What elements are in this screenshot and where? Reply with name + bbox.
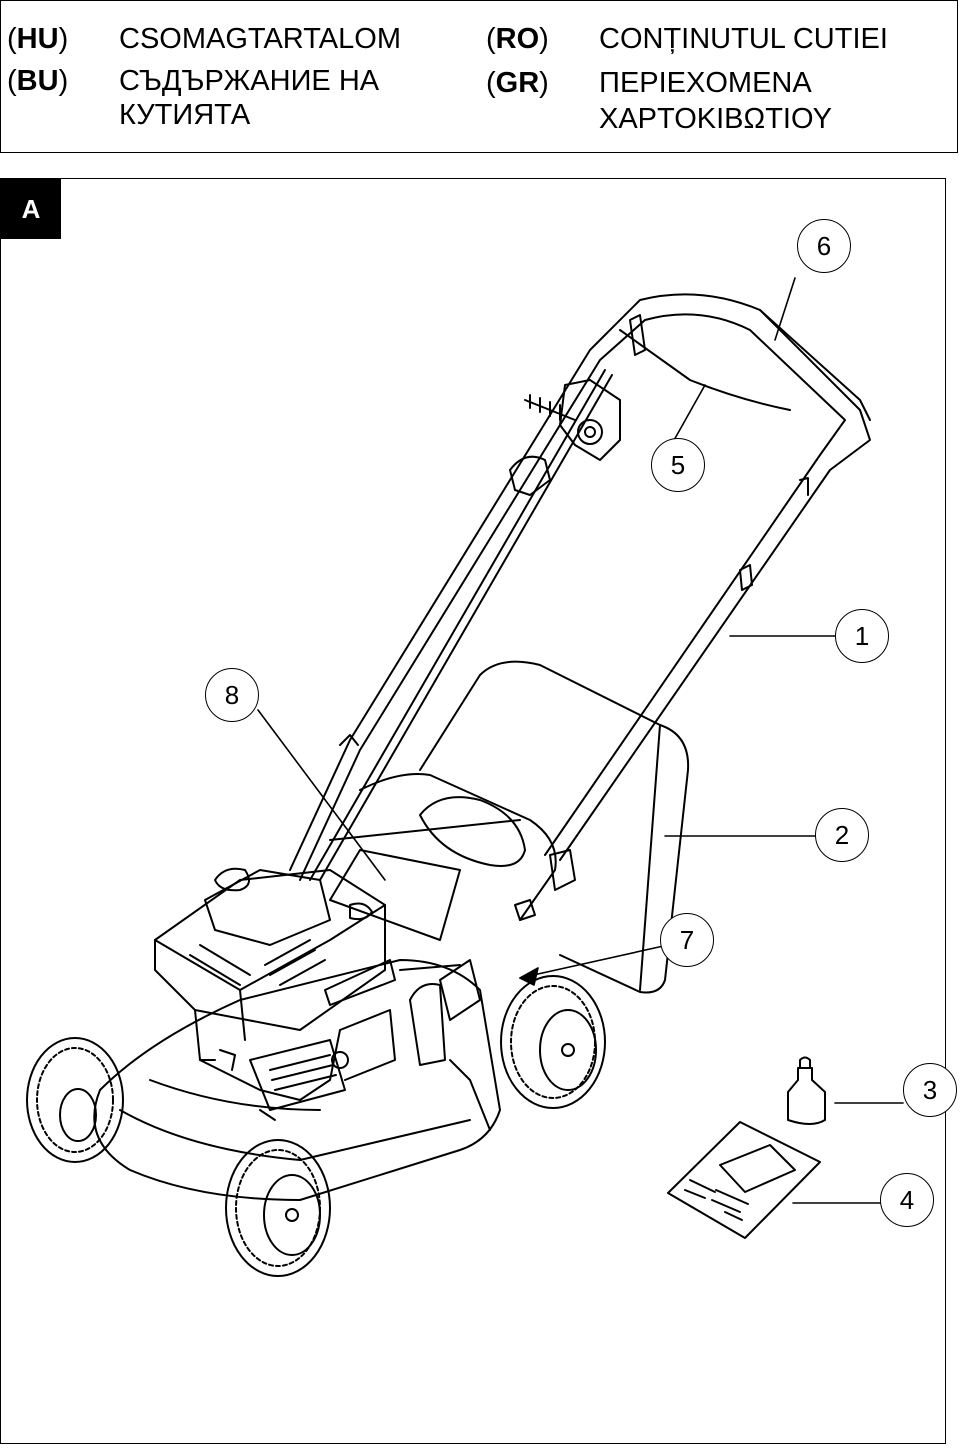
lang-code-ro: RO bbox=[495, 23, 540, 55]
lang-gr-text-1: ΠΕΡΙΕΧΟΜΕΝΑ bbox=[599, 67, 812, 99]
callout-6: 6 bbox=[797, 219, 851, 273]
header-box: (HU) CSOMAGTARTALOM (BU) СЪДЪРЖАНИЕ НА К… bbox=[0, 0, 958, 153]
handle bbox=[289, 293, 871, 921]
callout-4: 4 bbox=[880, 1173, 934, 1227]
lang-code-gr: GR bbox=[495, 67, 540, 99]
rear-linkage bbox=[399, 959, 491, 1131]
figure-label: A bbox=[1, 179, 61, 239]
lang-bu-line: (BU) bbox=[7, 65, 69, 97]
lang-ro-line: (RO) bbox=[486, 23, 549, 55]
front-left-wheel bbox=[26, 1037, 124, 1163]
front-right-wheel bbox=[225, 1139, 331, 1277]
mower-deck bbox=[93, 773, 557, 1201]
rear-right-wheel bbox=[500, 975, 606, 1109]
handle-controls bbox=[509, 314, 646, 496]
grass-bag bbox=[419, 660, 690, 994]
lang-code-hu: HU bbox=[16, 23, 59, 55]
figure-panel: A bbox=[0, 178, 946, 1444]
callout-2: 2 bbox=[815, 808, 869, 862]
lang-bu-text-2: КУТИЯТА bbox=[119, 99, 251, 131]
oil-bottle bbox=[787, 1056, 826, 1125]
engine bbox=[154, 867, 396, 1121]
callout-8: 8 bbox=[205, 668, 259, 722]
lang-ro-text: CONȚINUTUL CUTIEI bbox=[599, 23, 888, 55]
callout-7: 7 bbox=[660, 913, 714, 967]
lang-hu-text: CSOMAGTARTALOM bbox=[119, 23, 401, 55]
callout-5: 5 bbox=[651, 438, 705, 492]
lang-gr-text-2: ΧΑΡΤΟΚΙΒΩΤΙΟΥ bbox=[599, 103, 832, 135]
lang-gr-line: (GR) bbox=[486, 67, 549, 99]
callout-3: 3 bbox=[903, 1063, 957, 1117]
lang-hu-line: (HU) bbox=[7, 23, 69, 55]
lang-bu-text-1: СЪДЪРЖАНИЕ НА bbox=[119, 65, 380, 97]
lang-code-bu: BU bbox=[16, 65, 59, 97]
manual-booklet bbox=[667, 1121, 821, 1239]
callout-1: 1 bbox=[835, 609, 889, 663]
